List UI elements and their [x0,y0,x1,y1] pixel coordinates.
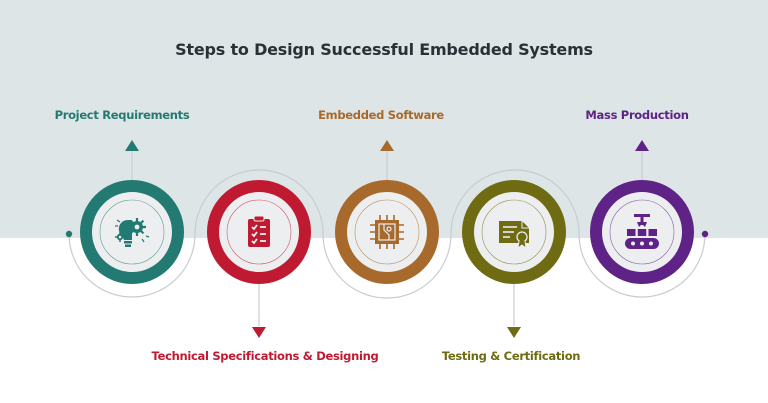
connector-arc-2 [194,169,324,235]
step-label-testing-certification: Testing & Certification [441,349,581,363]
connector-arc-3 [322,233,452,299]
arrow-lines [131,150,643,326]
conveyor-robot-arm-icon [625,214,659,249]
step-label-project-requirements: Project Requirements [54,108,190,122]
certificate-icon [499,221,529,250]
step-label-mass-production: Mass Production [585,108,689,122]
arrow-up-step-1 [125,140,139,151]
step-label-embedded-software: Embedded Software [318,108,444,122]
end-dot [701,230,709,238]
microchip-icon [370,215,404,249]
connector-arcs [68,169,706,299]
step-label-technical-specifications: Technical Specifications & Designing [151,349,379,363]
start-dot [65,230,73,238]
arrow-down-step-2 [252,327,266,338]
arrow-down-step-4 [507,327,521,338]
connector-arc-5 [578,233,706,298]
connector-arc-4 [450,169,580,235]
clipboard-checklist-icon [248,215,270,247]
arrow-up-step-5 [635,140,649,151]
diagram-title: Steps to Design Successful Embedded Syst… [175,40,593,59]
connector-arc-1 [68,233,196,298]
arrow-up-step-3 [380,140,394,151]
lightbulb-gears-icon [115,218,150,247]
